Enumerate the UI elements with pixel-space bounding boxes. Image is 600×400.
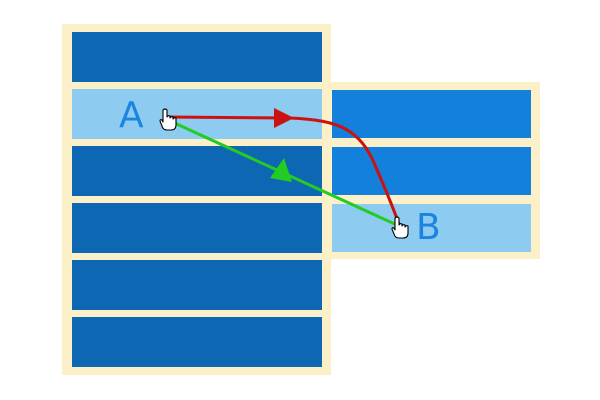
red-path: [166, 108, 401, 226]
main-menu-item-6[interactable]: [72, 317, 322, 367]
hand-pointer-icon-a: [159, 108, 177, 131]
submenu-item-2[interactable]: [332, 147, 531, 195]
label-a: A: [119, 95, 144, 136]
red-path-line: [166, 115, 401, 226]
green-path: [166, 118, 401, 228]
main-menu-item-1[interactable]: [72, 32, 322, 82]
main-menu-panel: [62, 24, 331, 375]
green-arrowhead: [270, 158, 292, 182]
red-arrowhead: [274, 108, 294, 128]
hand-pointer-icon-b: [391, 216, 409, 239]
main-menu-item-5[interactable]: [72, 260, 322, 310]
main-menu-item-4[interactable]: [72, 203, 322, 253]
label-b: B: [416, 207, 441, 248]
submenu-item-1[interactable]: [332, 90, 531, 138]
